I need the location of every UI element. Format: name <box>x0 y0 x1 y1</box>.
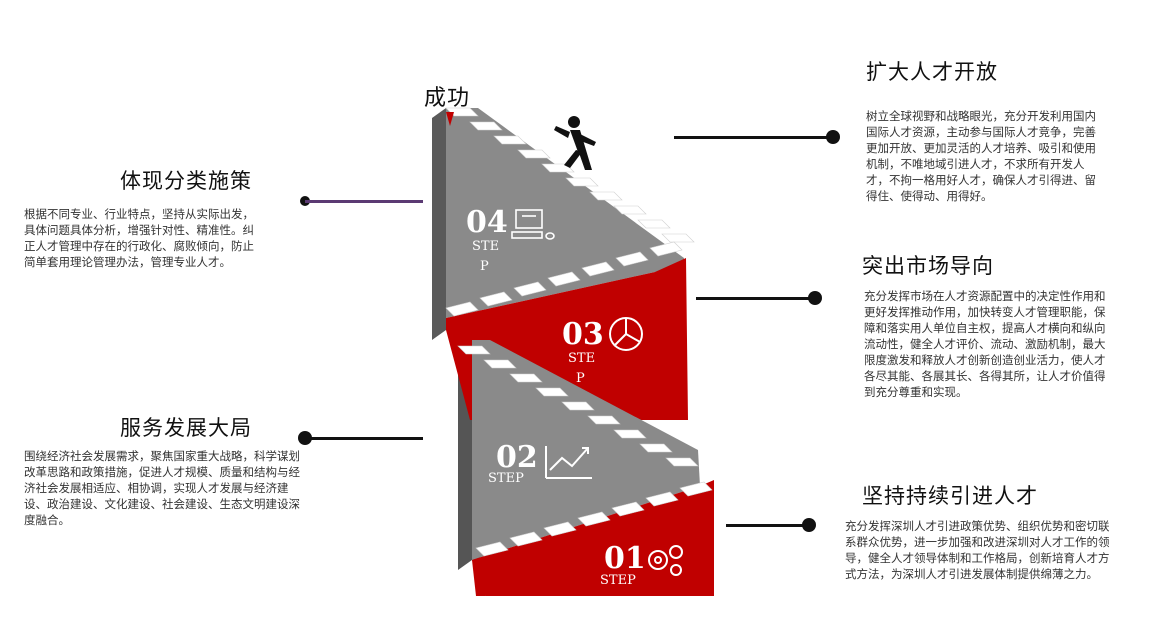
step-number: 02 <box>496 440 538 475</box>
connector-dot <box>802 518 816 532</box>
connector-line <box>674 136 832 139</box>
arrow-marker-icon <box>446 112 454 126</box>
step-label: P <box>576 371 585 386</box>
step-label: STE <box>472 239 499 254</box>
running-man-icon <box>554 116 596 170</box>
computer-icon <box>511 209 555 240</box>
connector-line <box>726 524 808 527</box>
step-label: STEP <box>488 471 524 486</box>
item-left-bottom-title: 服务发展大局 <box>120 416 252 440</box>
connector-line <box>305 437 423 440</box>
upper-step-treads <box>445 107 695 317</box>
connector-line <box>696 297 814 300</box>
success-label: 成功 <box>424 86 471 111</box>
step-number: 03 <box>562 317 604 352</box>
gears-icon <box>648 545 683 576</box>
pie-chart-icon <box>609 317 643 351</box>
item-right-3-title: 坚持持续引进人才 <box>862 484 1038 508</box>
connector-dot <box>826 130 840 144</box>
connector-dot <box>808 291 822 305</box>
lower-step-treads <box>457 345 713 557</box>
connector-line <box>305 200 423 203</box>
step-number: 04 <box>466 205 508 240</box>
item-left-top-body: 根据不同专业、行业特点，坚持从实际出发，具体问题具体分析，增强针对性、精准性。纠… <box>24 207 254 269</box>
step-number: 01 <box>604 541 646 576</box>
growth-chart-icon <box>545 446 592 479</box>
item-left-bottom-body: 围绕经济社会发展需求，聚焦国家重大战略，科学谋划改革思路和政策措施，促进人才规模… <box>24 449 300 527</box>
item-left-top-title: 体现分类施策 <box>120 169 252 193</box>
item-right-3-body: 充分发挥深圳人才引进政策优势、组织优势和密切联系群众优势，进一步加强和改进深圳对… <box>845 519 1110 581</box>
item-right-2-title: 突出市场导向 <box>862 254 994 278</box>
step-label: STE <box>568 351 595 366</box>
item-right-2-body: 充分发挥市场在人才资源配置中的决定性作用和更好发挥推动作用，加快转变人才管理职能… <box>864 289 1106 399</box>
item-right-1-body: 树立全球视野和战略眼光，充分开发利用国内国际人才资源，主动参与国际人才竞争，完善… <box>866 109 1096 203</box>
upper-block-side <box>432 108 446 340</box>
item-right-1-title: 扩大人才开放 <box>866 60 998 84</box>
step-label: STEP <box>600 573 636 588</box>
step-label: P <box>480 259 489 274</box>
